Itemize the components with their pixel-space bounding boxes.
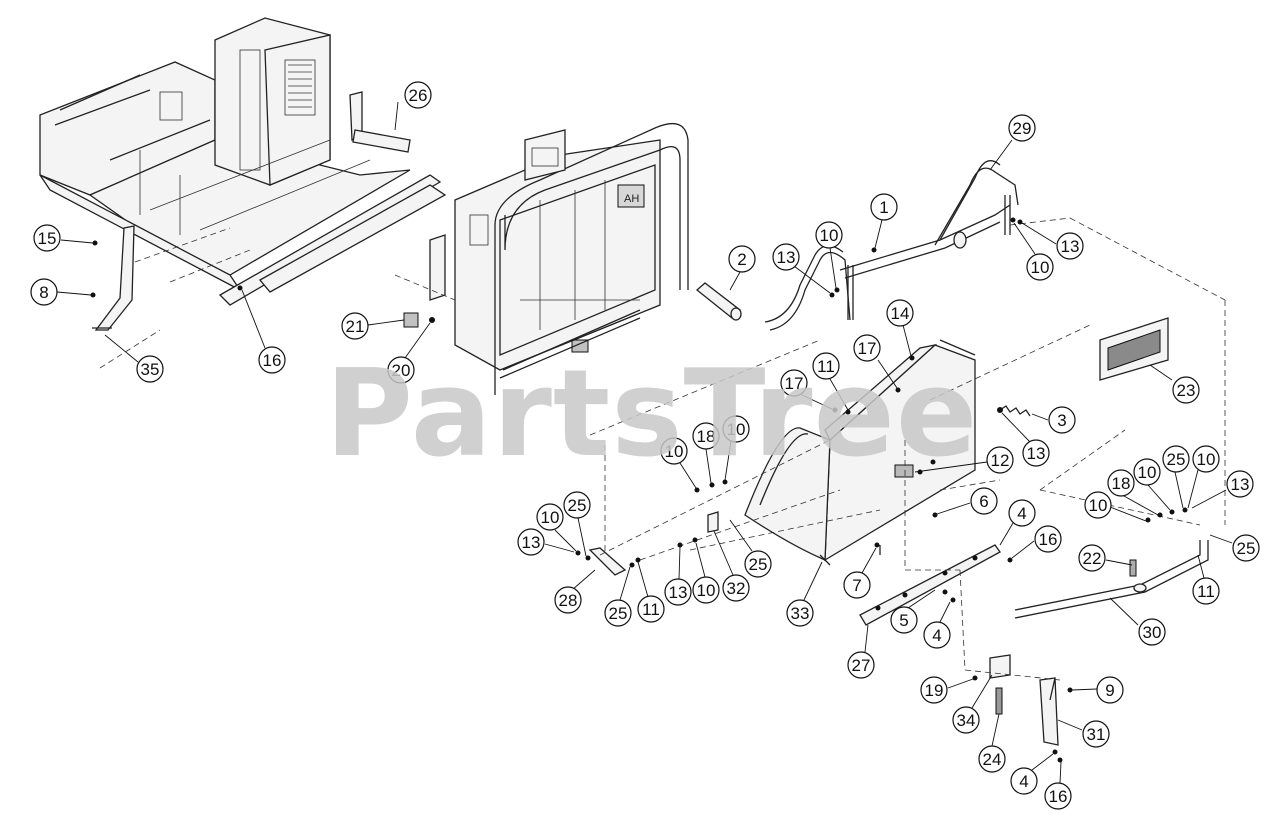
callout-10: 10	[541, 508, 560, 527]
callout-21: 21	[346, 317, 365, 336]
callout-16: 16	[1039, 530, 1058, 549]
mower-frame	[39, 17, 447, 306]
callout-26: 26	[409, 86, 428, 105]
callout-1: 1	[879, 198, 888, 217]
svg-text:AH: AH	[624, 193, 639, 205]
callout-10: 10	[727, 420, 746, 439]
callout-18: 18	[697, 427, 716, 446]
callout-34: 34	[957, 711, 976, 730]
callout-30: 30	[1143, 623, 1162, 642]
bracket-26	[349, 91, 411, 153]
callout-18: 18	[1112, 474, 1131, 493]
callout-27: 27	[852, 656, 871, 675]
callout-13: 13	[669, 583, 688, 602]
grass-hopper: AH	[429, 122, 689, 395]
callout-11: 11	[817, 357, 835, 376]
callout-labels: 26 29 1 15 8 35 16 21 20 2 13 10 13 10 1…	[30, 81, 1260, 810]
callout-4: 4	[1019, 772, 1028, 791]
callout-3: 3	[1057, 411, 1066, 430]
callout-13: 13	[1027, 444, 1046, 463]
hardware-points	[90, 217, 1188, 763]
callout-25: 25	[609, 604, 628, 623]
callout-25: 25	[568, 496, 587, 515]
callout-33: 33	[791, 604, 810, 623]
handle-29	[764, 160, 1019, 331]
callout-10: 10	[1031, 258, 1050, 277]
callout-13: 13	[777, 248, 796, 267]
rod-30	[1014, 540, 1209, 619]
bar-27	[859, 544, 1001, 626]
callout-4: 4	[932, 626, 941, 645]
bracket-31	[989, 654, 1059, 746]
callout-25: 25	[1237, 539, 1256, 558]
callout-15: 15	[38, 229, 57, 248]
callout-4: 4	[1017, 504, 1026, 523]
callout-10: 10	[665, 442, 684, 461]
callout-16: 16	[263, 351, 282, 370]
partstree-watermark: PartsTree	[325, 345, 979, 484]
callout-13: 13	[1231, 475, 1250, 494]
callout-12: 12	[991, 451, 1010, 470]
decal-23	[1099, 317, 1169, 381]
callout-31: 31	[1087, 725, 1106, 744]
callout-24: 24	[983, 750, 1002, 769]
callout-25: 25	[1167, 450, 1186, 469]
latch-21	[403, 312, 435, 328]
callout-10: 10	[1197, 450, 1216, 469]
callout-17: 17	[785, 374, 804, 393]
callout-25: 25	[749, 555, 768, 574]
assembly-lines	[99, 217, 1226, 681]
spring-3	[997, 405, 1031, 417]
callout-8: 8	[39, 283, 48, 302]
callout-5: 5	[899, 611, 908, 630]
callout-16: 16	[1049, 787, 1068, 806]
callout-29: 29	[1013, 119, 1032, 138]
callout-13: 13	[1061, 237, 1080, 256]
callout-11: 11	[642, 600, 660, 619]
callout-2: 2	[737, 250, 746, 269]
callout-22: 22	[1083, 549, 1102, 568]
callout-9: 9	[1105, 681, 1114, 700]
callout-35: 35	[141, 360, 160, 379]
callout-10: 10	[697, 581, 716, 600]
bracket-35	[92, 225, 135, 331]
callout-13: 13	[522, 533, 541, 552]
callout-11: 11	[1197, 582, 1215, 601]
bracket-28	[588, 511, 719, 576]
rod-2	[695, 282, 742, 321]
callout-14: 14	[891, 304, 910, 323]
callout-32: 32	[727, 579, 746, 598]
callout-10: 10	[1138, 463, 1157, 482]
callout-20: 20	[392, 361, 411, 380]
callout-7: 7	[852, 576, 861, 595]
callout-10: 10	[820, 226, 839, 245]
callout-6: 6	[979, 492, 988, 511]
callout-23: 23	[1177, 381, 1196, 400]
callout-17: 17	[858, 339, 877, 358]
callout-19: 19	[925, 681, 944, 700]
collection-bag	[744, 339, 976, 566]
callout-28: 28	[559, 591, 578, 610]
callout-10: 10	[1089, 496, 1108, 515]
